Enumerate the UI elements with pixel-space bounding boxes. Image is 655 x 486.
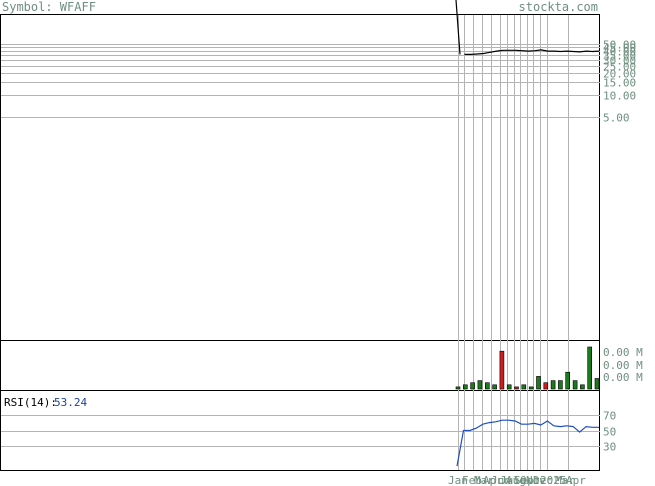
x-axis-label: Jun — [491, 474, 511, 486]
volume-bar — [492, 384, 497, 390]
volume-bar — [484, 382, 490, 390]
rsi-series — [456, 419, 599, 467]
axis-labels: 50.0045.0040.0035.0030.0025.0020.0015.00… — [448, 39, 643, 486]
volume-bar — [462, 384, 468, 390]
price-line — [464, 49, 600, 56]
rsi-tick-label: 30 — [603, 441, 616, 454]
site-label: stockta.com — [519, 0, 598, 14]
volume-bar — [455, 386, 461, 390]
price-tick-label: 10.00 — [603, 90, 636, 103]
x-axis-label: Jul — [500, 474, 520, 486]
price-tick-label: 45.00 — [603, 42, 636, 55]
volume-bar — [558, 380, 563, 390]
x-axis-label: Mar — [474, 474, 494, 486]
volume-bar — [514, 386, 519, 390]
rsi-label: RSI(14): — [4, 396, 57, 409]
x-axis-label: Jan — [448, 474, 468, 486]
volume-panel-frame — [0, 340, 600, 391]
volume-bar — [499, 350, 505, 390]
price-tick-label: 40.00 — [603, 46, 636, 59]
price-line-spike — [455, 0, 461, 55]
price-tick-label: 50.00 — [603, 39, 636, 52]
symbol-label: Symbol: WFAFF — [2, 0, 96, 14]
volume-bar — [580, 384, 585, 390]
volume-tick-label: 0.00 M — [603, 346, 643, 359]
rsi-panel-frame — [0, 390, 600, 471]
volume-bar — [550, 380, 556, 390]
price-tick-label: 25.00 — [603, 61, 636, 74]
volume-bar — [470, 382, 475, 390]
rsi-tick-label: 50 — [603, 426, 616, 439]
price-tick-label: 35.00 — [603, 50, 636, 63]
volume-bar — [594, 378, 600, 390]
price-tick-label: 15.00 — [603, 77, 636, 90]
rsi-value: 53.24 — [54, 396, 87, 409]
x-axis-label: Dec — [533, 474, 553, 486]
volume-tick-label: 0.00 M — [603, 371, 643, 384]
x-axis-label: Apr — [483, 474, 503, 486]
volume-bar — [587, 346, 593, 390]
volume-bar — [536, 376, 541, 390]
grid-lines — [1, 15, 600, 470]
x-axis-label: Nov — [526, 474, 546, 486]
x-axis-label: Aug — [506, 474, 526, 486]
volume-bar — [572, 380, 578, 390]
price-tick-label: 20.00 — [603, 68, 636, 81]
volume-tick-label: 0.00 M — [603, 359, 643, 372]
price-tick-label: 30.00 — [603, 55, 636, 68]
volume-bar — [477, 380, 483, 390]
price-tick-label: 5.00 — [603, 112, 630, 125]
volume-bar — [521, 384, 527, 390]
x-axis-label: Sep — [514, 474, 534, 486]
volume-bar — [506, 384, 512, 390]
price-panel-frame — [0, 14, 600, 341]
x-axis-label: 2025 — [540, 474, 567, 486]
volume-bar — [543, 382, 549, 390]
x-axis-label: Apr — [566, 474, 586, 486]
x-axis-label: Oct — [520, 474, 540, 486]
x-axis-label: Feb — [462, 474, 482, 486]
volume-bars — [455, 346, 600, 390]
rsi-line — [456, 419, 599, 467]
volume-bar — [528, 386, 534, 390]
x-axis-label: Mar — [555, 474, 575, 486]
price-series — [455, 0, 600, 56]
rsi-tick-label: 70 — [603, 410, 616, 423]
volume-bar — [565, 371, 571, 390]
